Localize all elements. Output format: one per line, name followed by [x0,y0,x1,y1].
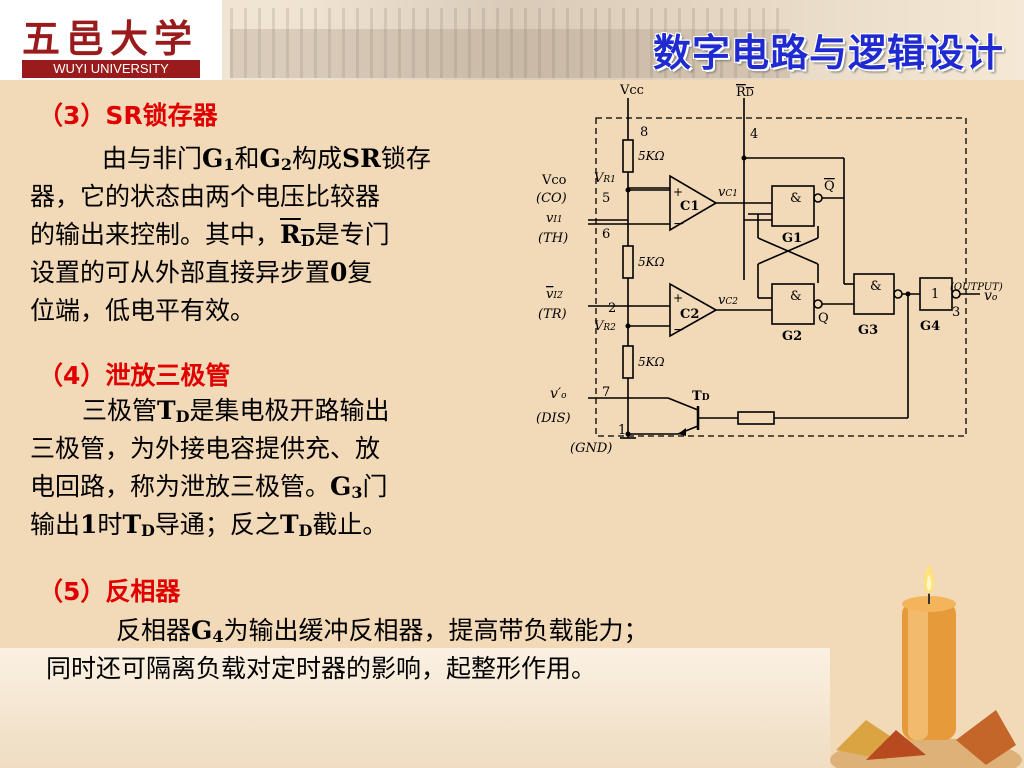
course-title: 数字电路与逻辑设计 [652,31,1004,75]
inv-line-1: 反相器G4为输出缓冲反相器，提高带负载能力； [116,616,649,646]
university-logo: 五邑大学 WUYI UNIVERSITY [0,0,222,80]
label-pin3: 3 [952,305,960,320]
comparator-c1 [669,174,718,232]
label-pin1: 1 [618,423,626,438]
c1-plus: + [673,185,683,199]
inv-line-2: 同时还可隔离负载对定时器的影响，起整形作用。 [46,654,597,683]
base-resistor [737,411,775,425]
resistor-top [622,139,634,173]
heading-sr-latch: （3）SR锁存器 [38,101,218,130]
label-res-mid: 5KΩ [638,255,665,269]
sr-line-4: 设置的可从外部直接异步置0复 [30,258,373,287]
bottom-text-band [0,648,830,768]
td-line-2: 三极管，为外接电容提供充、放 [30,434,381,463]
label-output: (OUTPUT) [950,282,1003,293]
campus-building-image [230,8,790,78]
circuit-555-timer: Vcc RD 8 4 5KΩ 5KΩ 5KΩ VR1 VR2 Vco (CO) … [528,78,1024,470]
c2-minus: − [673,322,685,338]
heading-inverter: （5）反相器 [38,577,181,606]
label-g1: G1 [782,231,802,246]
label-g2: G2 [782,329,802,344]
label-pin2: 2 [608,301,616,316]
label-vr2: VR2 [594,319,616,334]
chip-boundary [595,117,967,437]
c2-plus: + [673,291,683,305]
label-co: (CO) [536,191,567,206]
label-res-bot: 5KΩ [638,355,665,369]
paragraph-discharge-transistor: 三极管TD是集电极开路输出 三极管，为外接电容提供充、放 电回路，称为泄放三极管… [30,392,530,544]
comparator-c2 [669,282,718,338]
sr-line-1: 由与非门G1和G2构成SR锁存 [102,144,431,174]
label-comp-c2: C2 [680,307,699,322]
paragraph-inverter: 反相器G4为输出缓冲反相器，提高带负载能力； 同时还可隔离负载对定时器的影响，起… [46,612,836,688]
resistor-mid [622,245,634,279]
logo-chinese-name: 五邑大学 [21,16,198,61]
label-rd: RD [736,85,754,100]
label-q: Q [818,311,829,326]
label-th: (TH) [538,231,568,246]
label-tr: (TR) [538,307,567,322]
td-line-3: 电回路，称为泄放三极管。G3门 [30,472,388,502]
sr-line-2: 器，它的状态由两个电压比较器 [30,182,381,211]
label-res-top: 5KΩ [638,149,665,163]
label-qbar: Q [824,179,835,194]
label-td: TD [692,389,710,404]
label-vc1: vC1 [718,185,738,200]
label-vcc: Vcc [619,83,644,98]
td-line-1: 三极管TD是集电极开路输出 [82,396,390,426]
label-g3: G3 [858,323,878,338]
label-gnd: (GND) [570,441,612,456]
label-pin7: 7 [602,385,610,400]
label-vc2: vC2 [718,293,738,308]
label-comp-c1: C1 [680,199,699,214]
logo-english-name: WUYI UNIVERSITY [22,60,200,78]
circuit-svg: Vcc RD 8 4 5KΩ 5KΩ 5KΩ VR1 VR2 Vco (CO) … [536,83,1003,456]
g2-and-symbol: & [790,289,802,304]
label-g4: G4 [920,319,940,334]
rd-symbol: RD [280,220,315,250]
label-vo: vo [984,288,998,304]
label-pin4: 4 [750,127,758,142]
label-pin8: 8 [640,125,648,140]
paragraph-sr-latch: 由与非门G1和G2构成SR锁存 器，它的状态由两个电压比较器 的输出来控制。其中… [30,140,530,330]
resistor-bot [622,345,634,379]
candle-decoration [826,560,1024,768]
sr-line-5: 位端，低电平有效。 [30,296,256,325]
label-pin5: 5 [602,191,610,206]
label-vo-prime: v′o [550,386,567,402]
heading-discharge-transistor: （4）泄放三极管 [38,361,231,390]
g1-and-symbol: & [790,191,802,206]
td-line-4: 输出1时TD导通；反之TD截止。 [30,510,388,540]
label-vco: Vco [541,173,567,188]
g4-one-symbol: 1 [931,287,939,302]
nand-gate-g1 [771,185,815,227]
label-vi2: vI2 [546,287,563,302]
label-vr1: VR1 [594,171,616,186]
label-dis: (DIS) [536,411,571,426]
c1-minus: − [673,216,685,232]
slide-header: 五邑大学 WUYI UNIVERSITY 数字电路与逻辑设计 [0,0,1024,80]
g3-and-symbol: & [870,279,882,294]
label-pin6: 6 [602,227,610,242]
sr-line-3: 的输出来控制。其中，RD是专门 [30,220,390,250]
label-vi1: vI1 [546,211,563,226]
